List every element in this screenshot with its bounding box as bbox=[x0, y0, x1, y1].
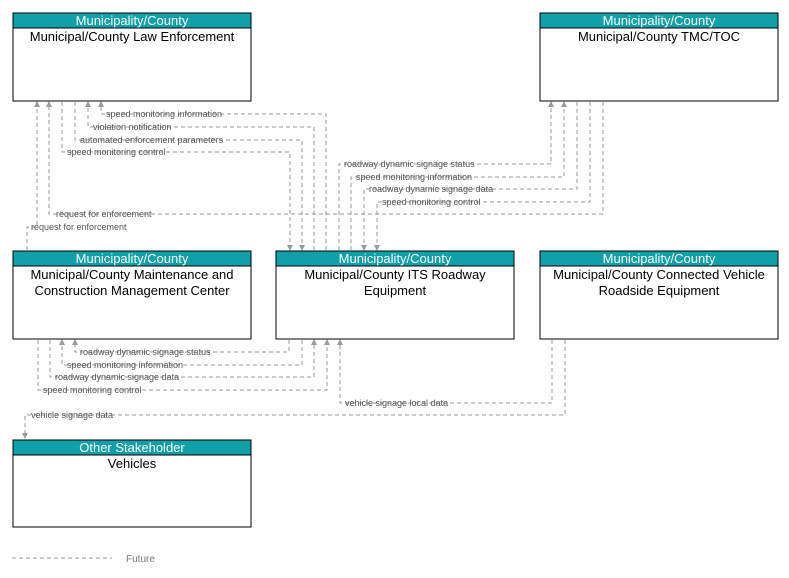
flow-label: speed monitoring control bbox=[67, 147, 166, 157]
node-category: Municipality/County bbox=[603, 251, 716, 266]
node-name: Equipment bbox=[364, 283, 427, 298]
flow-label: speed monitoring information bbox=[106, 109, 222, 119]
flow-tmc-dyn-status bbox=[338, 101, 554, 250]
node-name: Vehicles bbox=[108, 456, 157, 471]
flow-label: roadway dynamic signage status bbox=[80, 347, 211, 357]
node-category: Other Stakeholder bbox=[79, 440, 185, 455]
flow-law-auto-params bbox=[74, 102, 305, 251]
flow-mcm-dyn-data bbox=[49, 339, 317, 378]
flow-label: request for enforcement bbox=[56, 209, 152, 219]
node-law-enforcement[interactable]: Municipality/County Municipal/County Law… bbox=[12, 12, 252, 102]
node-vehicles[interactable]: Other Stakeholder Vehicles bbox=[12, 439, 252, 528]
flow-tmc-dyn-data bbox=[361, 102, 578, 251]
node-maintenance-center[interactable]: Municipality/County Municipal/County Mai… bbox=[12, 250, 252, 340]
flow-mcm-dyn-status bbox=[72, 339, 290, 353]
node-name: Construction Management Center bbox=[34, 283, 230, 298]
flow-label: speed monitoring control bbox=[43, 385, 142, 395]
legend: Future bbox=[12, 554, 155, 565]
node-category: Municipality/County bbox=[76, 251, 189, 266]
flow-mcm-speed-ctrl bbox=[37, 339, 330, 391]
flow-vsl-data bbox=[337, 339, 553, 404]
flow-req-enf-tmc bbox=[46, 101, 604, 215]
node-connected-vehicle-rse[interactable]: Municipality/County Municipal/County Con… bbox=[539, 250, 779, 340]
node-tmc-toc[interactable]: Municipality/County Municipal/County TMC… bbox=[539, 12, 779, 102]
node-category: Municipality/County bbox=[603, 13, 716, 28]
flow-label: speed monitoring information bbox=[67, 360, 183, 370]
legend-future-label: Future bbox=[126, 554, 155, 565]
flow-label: violation notification bbox=[93, 122, 172, 132]
node-name: Municipal/County Maintenance and bbox=[30, 267, 233, 282]
flow-law-violation bbox=[85, 101, 315, 250]
flow-law-speed-info bbox=[98, 101, 327, 250]
flow-label: automated enforcement parameters bbox=[80, 135, 224, 145]
flow-label: request for enforcement bbox=[31, 222, 127, 232]
flow-law-speed-ctrl bbox=[61, 102, 293, 251]
flow-vs-data bbox=[22, 340, 566, 439]
node-category: Municipality/County bbox=[76, 13, 189, 28]
flow-req-enf-mcm bbox=[26, 101, 40, 250]
flow-label: speed monitoring control bbox=[382, 197, 481, 207]
node-name: Roadside Equipment bbox=[599, 283, 720, 298]
flow-label: vehicle signage local data bbox=[345, 398, 448, 408]
node-name: Municipal/County TMC/TOC bbox=[578, 29, 740, 44]
node-name: Municipal/County ITS Roadway bbox=[304, 267, 486, 282]
flow-label: roadway dynamic signage data bbox=[369, 184, 493, 194]
flow-label: vehicle signage data bbox=[31, 410, 113, 420]
flow-tmc-speed-ctrl bbox=[374, 102, 591, 251]
flow-label: roadway dynamic signage status bbox=[344, 159, 475, 169]
node-category: Municipality/County bbox=[339, 251, 452, 266]
flow-label: roadway dynamic signage data bbox=[55, 372, 179, 382]
node-its-roadway-equipment[interactable]: Municipality/County Municipal/County ITS… bbox=[275, 250, 515, 340]
node-name: Municipal/County Law Enforcement bbox=[30, 29, 235, 44]
flow-label: speed monitoring information bbox=[356, 172, 472, 182]
node-name: Municipal/County Connected Vehicle bbox=[553, 267, 765, 282]
flow-mcm-speed-info bbox=[59, 339, 303, 366]
